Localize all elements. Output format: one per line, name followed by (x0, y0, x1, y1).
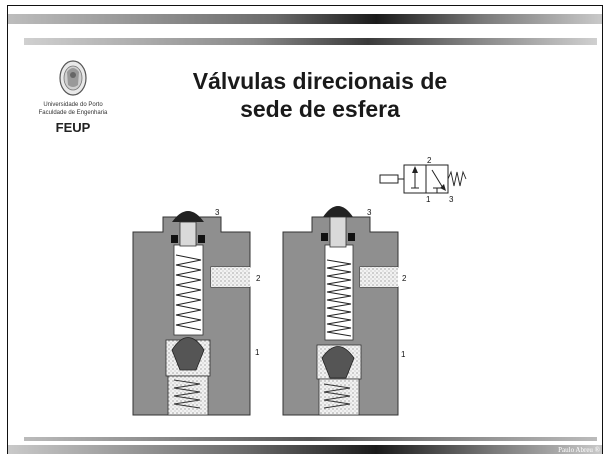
valve-section-right: 3 2 1 (282, 206, 407, 416)
title-line-2: sede de esfera (240, 96, 400, 122)
title-line-1: Válvulas direcionais de (192, 68, 448, 94)
valve-section-left: 3 2 1 (132, 208, 261, 416)
university-name: Universidade do Porto (43, 102, 103, 108)
symbol-port-3: 3 (449, 195, 454, 204)
left-port-1: 1 (255, 348, 260, 357)
top-decor-bar-thin (24, 38, 597, 45)
feup-logo: Universidade do Porto Faculdade de Engen… (18, 58, 128, 148)
faculty-name: Faculdade de Engenharia (38, 110, 108, 116)
symbol-port-1: 1 (426, 195, 431, 204)
bottom-decor-bar (8, 445, 602, 454)
right-port-2: 2 (402, 274, 407, 283)
left-port-2: 2 (256, 274, 261, 283)
top-decor-bar (8, 14, 602, 24)
bottom-decor-bar-thin (24, 437, 597, 441)
author-credit: Paulo Abreu ® (558, 446, 600, 454)
valve-symbol: 2 1 3 (379, 156, 467, 204)
left-port-3: 3 (215, 208, 220, 217)
slide-title: Válvulas direcionais de sede de esfera (150, 67, 490, 123)
seal-icon (59, 60, 87, 96)
right-port-1: 1 (401, 350, 406, 359)
symbol-port-2: 2 (427, 156, 432, 165)
right-port-3: 3 (367, 208, 372, 217)
feup-wordmark: FEUP (55, 120, 91, 135)
